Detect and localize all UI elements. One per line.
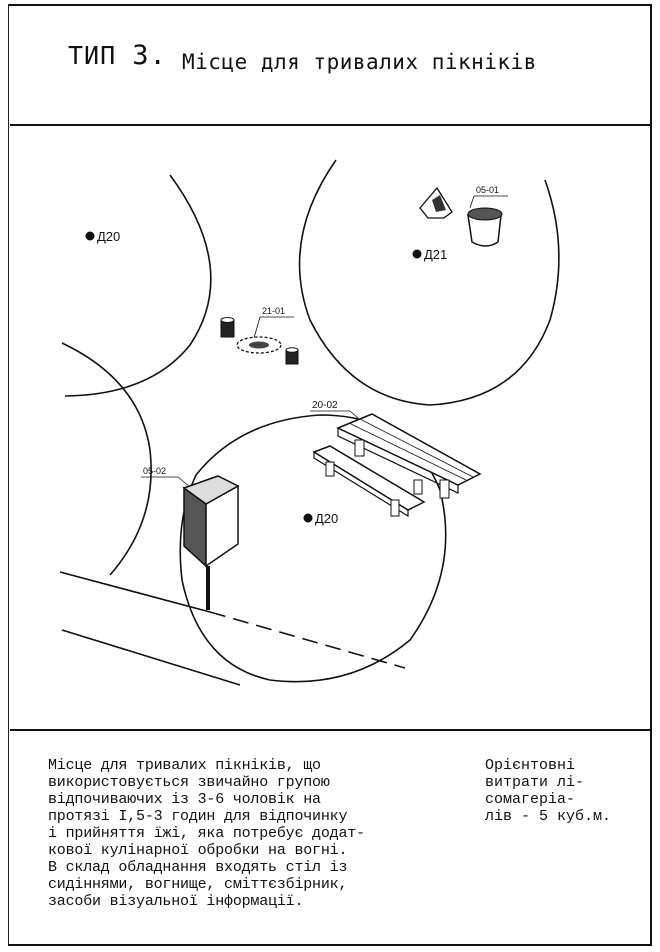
zone-circle-left-top [64, 174, 212, 397]
cost-line: сомагеріа- [485, 791, 576, 808]
picnic-table-icon [336, 413, 482, 499]
cost-line: витрати лі- [485, 774, 585, 791]
description-line: В склад обладнання входять стіл із [48, 859, 348, 876]
description-line: відпочиваючих із 3-6 чоловік на [48, 791, 321, 808]
zone-circle-right-top [298, 159, 560, 406]
page-title: Місце для тривалих пікніків [182, 50, 537, 74]
stump-seat-icon [220, 317, 235, 338]
description-line: засоби візуальної інформації. [48, 893, 304, 910]
ground-line-lower [61, 629, 241, 686]
zone-marker-left [85, 231, 95, 241]
page-frame [8, 4, 652, 946]
zone-circle-bottom [179, 414, 447, 683]
ground-line-upper [59, 571, 211, 613]
fire-pit-icon [419, 186, 453, 219]
bench-icon [312, 445, 426, 518]
zone-label-bottom: Д20 [315, 511, 338, 526]
zone-circle-left-mid [61, 342, 152, 576]
type-label: ТИП [68, 41, 117, 70]
callout-20-02: 20-02 [312, 400, 338, 411]
waste-bin-icon [467, 207, 503, 247]
info-sign-icon [182, 475, 240, 610]
description-line: сидіннями, вогнище, сміттєзбірник, [48, 876, 348, 893]
campfire-ring-icon [236, 336, 282, 354]
description-line: використовується звичайно групою [48, 774, 330, 791]
ground-line-dashed [209, 611, 406, 669]
description-line: Місце для тривалих пікніків, що [48, 757, 321, 774]
callout-21-01: 21-01 [262, 306, 285, 316]
zone-marker-right [412, 249, 422, 259]
zone-marker-bottom [303, 513, 313, 523]
description-line: протязі І,5-3 годин для відпочинку [48, 808, 348, 825]
type-number: 3. [132, 40, 167, 71]
description-text: Місце для тривалих пікніків, що використ… [48, 757, 448, 910]
cost-line: лів - 5 куб.м. [485, 808, 612, 825]
header-divider [10, 124, 650, 126]
cost-note: Орієнтовні витрати лі- сомагеріа- лів - … [485, 757, 635, 825]
description-line: і прийняття їжі, яка потребує додат- [48, 825, 365, 842]
callout-05-02: 05-02 [143, 466, 166, 476]
description-line: кової кулінарної обробки на вогні. [48, 842, 348, 859]
zone-label-right: Д21 [424, 247, 447, 262]
drawing-divider [10, 729, 650, 731]
type-heading: ТИП 3. [68, 40, 167, 71]
stump-seat-icon [285, 347, 299, 365]
zone-label-left: Д20 [97, 229, 120, 244]
cost-line: Орієнтовні [485, 757, 576, 774]
callout-05-01: 05-01 [476, 185, 499, 195]
